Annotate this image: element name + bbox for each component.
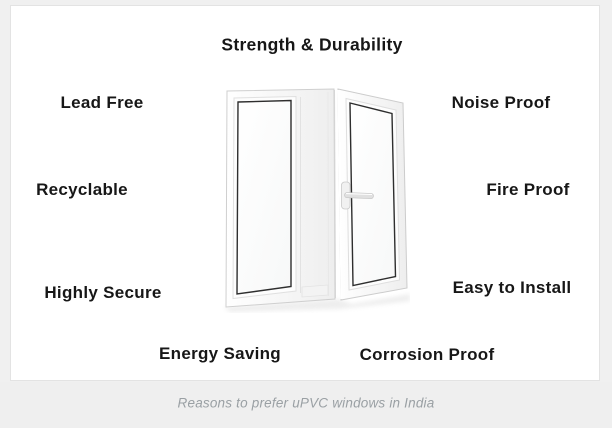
- upvc-window-image: [220, 85, 410, 313]
- label-lead-free: Lead Free: [60, 93, 144, 112]
- label-fire-proof: Fire Proof: [486, 180, 570, 199]
- window-shadow: [224, 294, 410, 312]
- label-corrosion-proof: Corrosion Proof: [359, 345, 495, 364]
- label-strength-durability: Strength & Durability: [221, 34, 403, 55]
- label-recyclable: Recyclable: [36, 180, 128, 199]
- left-glass: [236, 99, 292, 295]
- label-energy-saving: Energy Saving: [159, 344, 281, 363]
- figure-caption: Reasons to prefer uPVC windows in India: [177, 395, 435, 411]
- window-handle: [341, 181, 374, 210]
- label-noise-proof: Noise Proof: [451, 93, 551, 112]
- upvc-window-graphic: [224, 88, 410, 312]
- infographic-card: Strength & Durability Lead Free Noise Pr…: [10, 5, 600, 381]
- label-easy-to-install: Easy to Install: [452, 278, 572, 297]
- label-highly-secure: Highly Secure: [44, 283, 162, 302]
- caption-band: [0, 382, 612, 428]
